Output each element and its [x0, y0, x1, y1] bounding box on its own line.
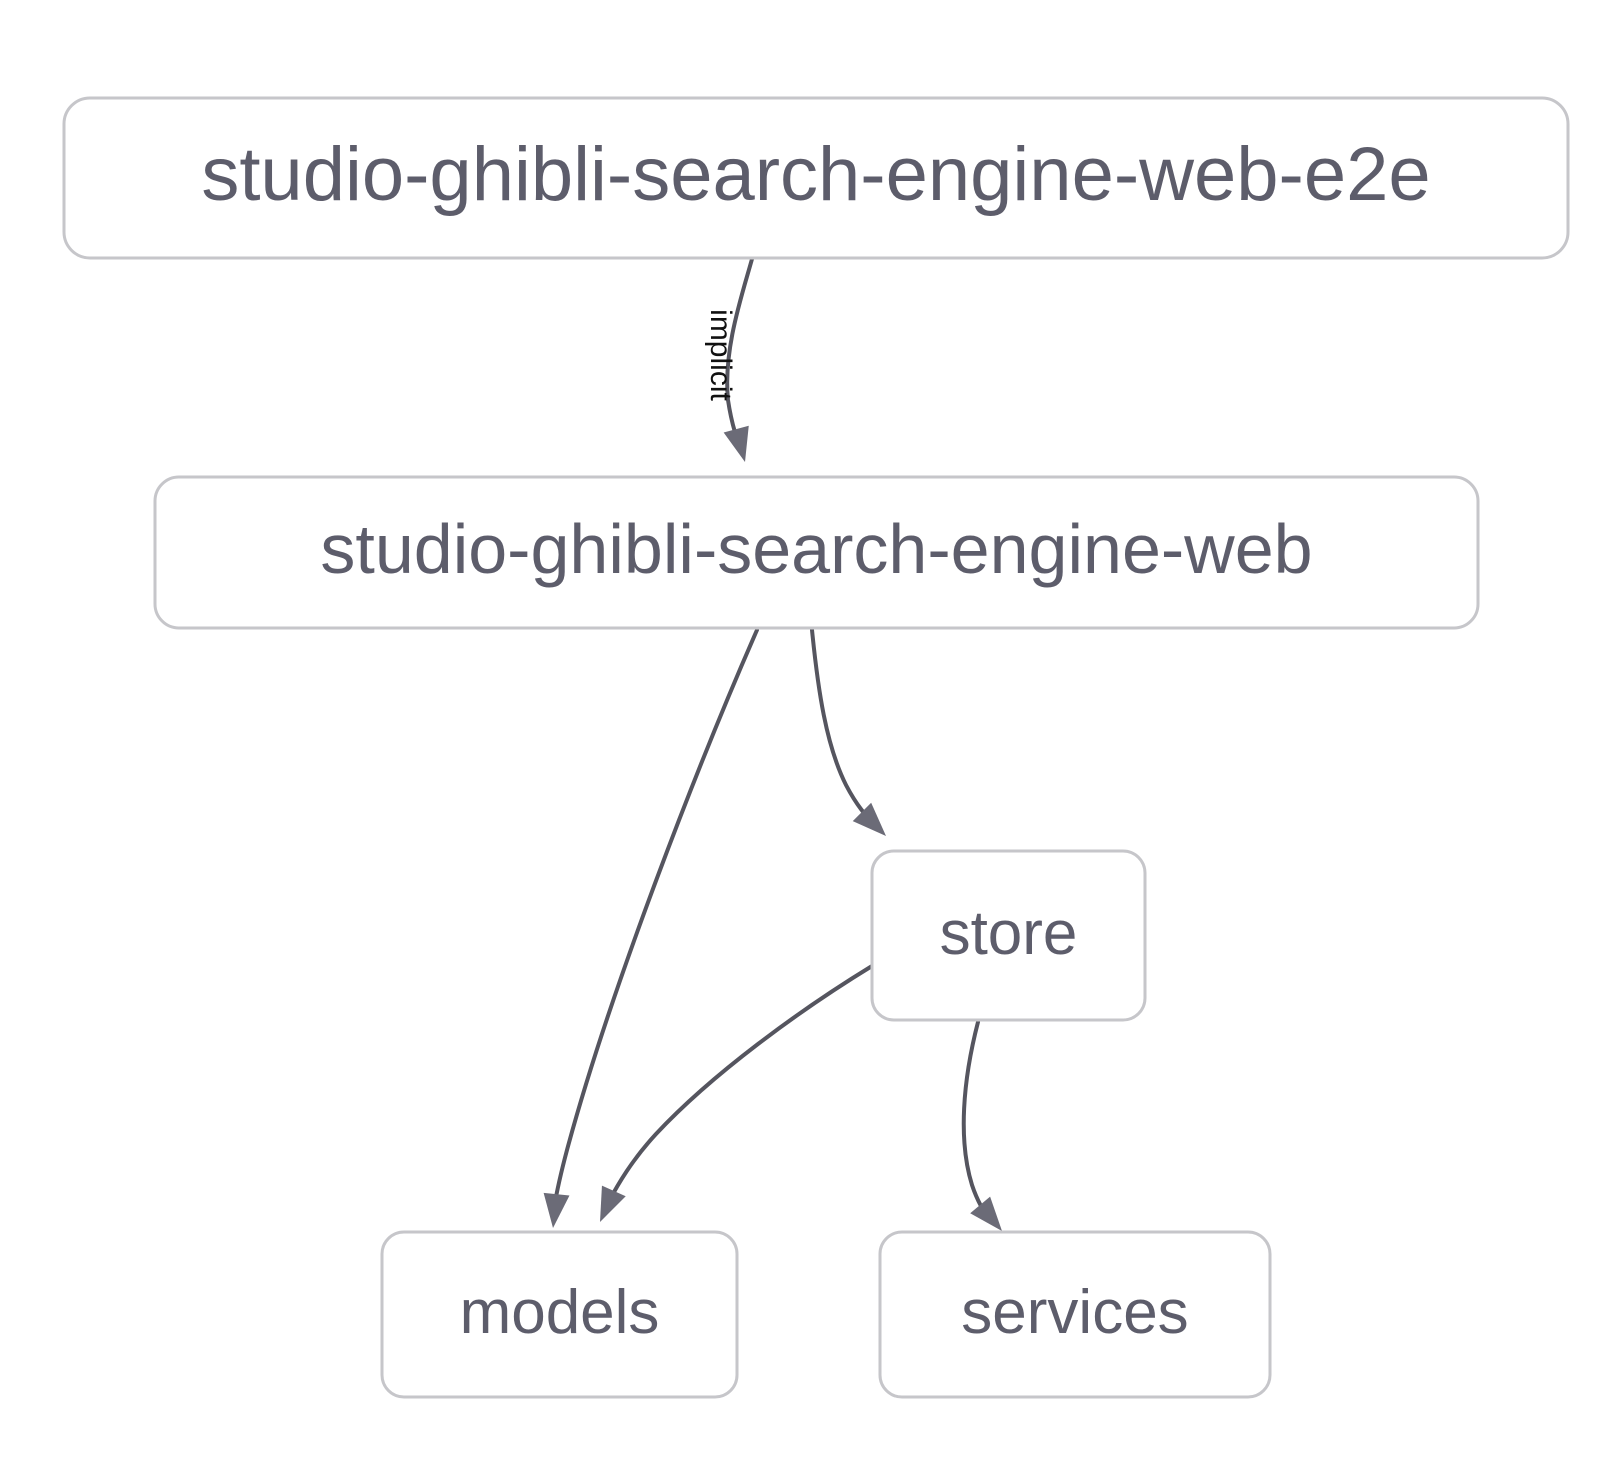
edges-layer	[543, 257, 1002, 1231]
edge-line	[552, 628, 759, 1210]
node-box[interactable]	[62, 96, 1570, 260]
node-label: store	[940, 899, 1078, 968]
node-label: studio-ghibli-search-engine-web	[320, 510, 1312, 588]
node-box[interactable]	[380, 1230, 739, 1399]
node-store[interactable]: store	[870, 849, 1147, 1022]
nodes-layer: studio-ghibli-search-engine-web-e2e studi…	[62, 96, 1570, 1399]
edge-line	[961, 1020, 994, 1224]
edge-store-to-services	[961, 1020, 1002, 1231]
node-label: models	[460, 1278, 660, 1347]
arrow-head-icon	[543, 1192, 570, 1228]
node-box[interactable]	[153, 475, 1480, 630]
node-box[interactable]	[870, 849, 1147, 1022]
node-web-e2e[interactable]: studio-ghibli-search-engine-web-e2e	[62, 96, 1570, 260]
arrow-head-icon	[852, 802, 886, 836]
node-services[interactable]: services	[878, 1230, 1272, 1399]
edge-line	[810, 628, 878, 828]
edge-store-to-models	[600, 964, 874, 1222]
node-label: studio-ghibli-search-engine-web-e2e	[201, 132, 1430, 217]
node-web[interactable]: studio-ghibli-search-engine-web	[153, 475, 1480, 630]
arrow-head-icon	[600, 1185, 626, 1222]
edge-labels-layer: implicit	[704, 309, 737, 401]
edge-web-e2e-to-web	[723, 257, 754, 462]
edge-line	[606, 964, 874, 1205]
node-models[interactable]: models	[380, 1230, 739, 1399]
edge-label-implicit: implicit	[704, 309, 737, 401]
node-label: services	[961, 1278, 1188, 1347]
arrow-head-icon	[970, 1196, 1002, 1231]
edge-web-to-store	[810, 628, 886, 836]
node-box[interactable]	[878, 1230, 1272, 1399]
arrow-head-icon	[723, 425, 749, 462]
edge-web-to-models	[543, 628, 759, 1228]
